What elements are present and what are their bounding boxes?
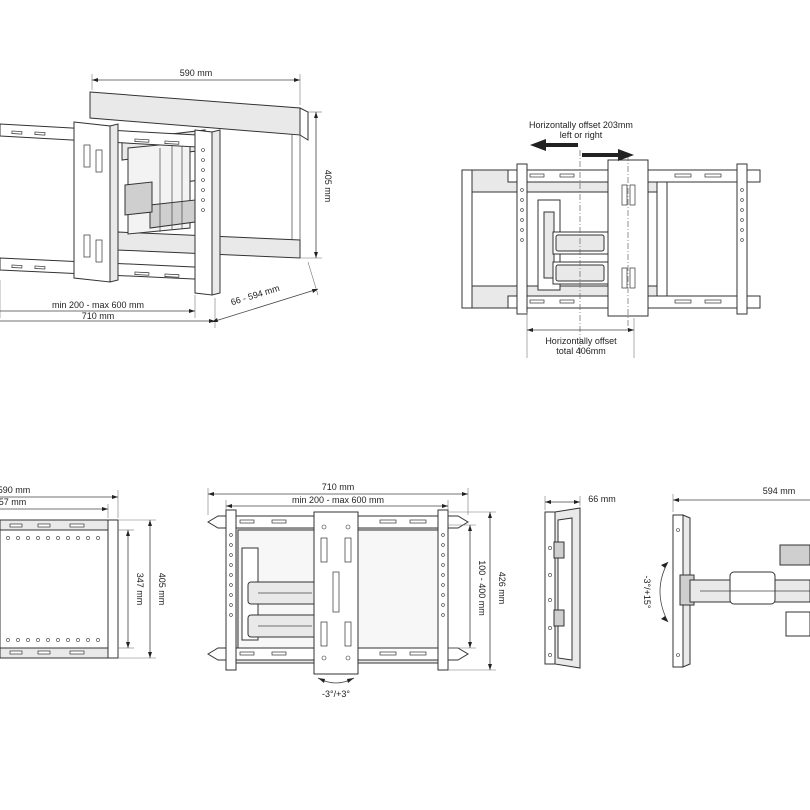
wall-width-label: 590 mm [0,485,30,495]
offset-bottom-label-2: total 406mm [556,346,606,356]
front-vesa-label: 100 - 400 mm [477,560,487,616]
side-depth-label: 66 mm [588,494,616,504]
offset-arrow-left [530,139,578,151]
ext-tilt-label: -3°/+15° [642,576,652,609]
offset-arrow-right [582,149,634,161]
side-view-extended [659,494,810,668]
front-view [207,488,496,684]
ext-depth-label: 594 mm [763,486,796,496]
front-bracket-left [225,509,237,671]
wall-plate-view [0,490,156,659]
iso-height-label: 405 mm [323,170,333,203]
ext-tilt-arc [659,561,669,623]
tv-bracket-left [73,121,111,283]
front-tilt-label: -3°/+3° [322,689,350,699]
iso-slide-label: min 200 - max 600 mm [52,300,144,310]
side-view-folded [544,496,581,669]
side-wall-plate [544,511,556,665]
iso-depth-label: 66 - 594 mm [229,283,280,307]
front-slide-label: min 200 - max 600 mm [292,495,384,505]
isometric-view [0,74,322,328]
iso-width-label: 590 mm [180,68,213,78]
tv-bracket-right [194,129,213,296]
offset-bottom-label-1: Horizontally offset [545,336,617,346]
wall-inner-width-label: 557 mm [0,497,26,507]
wall-height-label: 405 mm [157,573,167,606]
offset-top-label-2: left or right [560,130,603,140]
front-bracket-right [437,509,449,671]
wall-inner-height-label: 347 mm [135,573,145,606]
iso-total-label: 710 mm [82,311,115,321]
offset-top-label-1: Horizontally offset 203mm [529,120,633,130]
front-total-label: 710 mm [322,482,355,492]
wall-plate [89,91,301,136]
front-height-label: 426 mm [497,572,507,605]
offset-view [461,139,761,358]
